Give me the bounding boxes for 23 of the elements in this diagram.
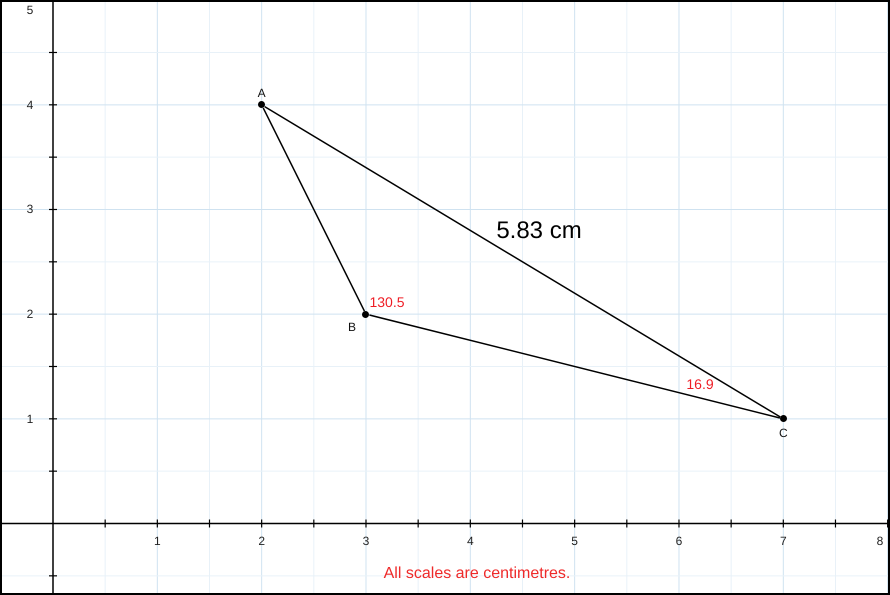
tick-label: 4 <box>466 535 474 547</box>
triangle-side <box>369 314 780 419</box>
edge-label: 5.83 cm <box>496 219 582 243</box>
tick-label: 6 <box>676 535 682 547</box>
point-label: B <box>348 321 356 334</box>
triangle-side <box>264 106 781 418</box>
point-label: C <box>778 426 788 439</box>
tick-label: 2 <box>258 535 265 547</box>
tick-label: 5 <box>26 4 34 16</box>
tick-label: 3 <box>26 203 34 216</box>
tick-label: 3 <box>362 535 370 547</box>
tick-label: 7 <box>780 535 787 547</box>
point-label: A <box>258 86 266 99</box>
tick-label: 2 <box>26 308 34 320</box>
angle-label: 16.9 <box>686 377 714 391</box>
triangle-side <box>262 108 366 312</box>
tick-label: 8 <box>876 535 884 547</box>
note-text: All scales are centimetres. <box>384 566 570 582</box>
tick-label: 1 <box>26 412 34 425</box>
tick-label: 5 <box>571 535 578 547</box>
angle-label: 130.5 <box>369 295 405 309</box>
tick-label: 4 <box>26 98 34 111</box>
tick-label: 1 <box>154 535 161 547</box>
